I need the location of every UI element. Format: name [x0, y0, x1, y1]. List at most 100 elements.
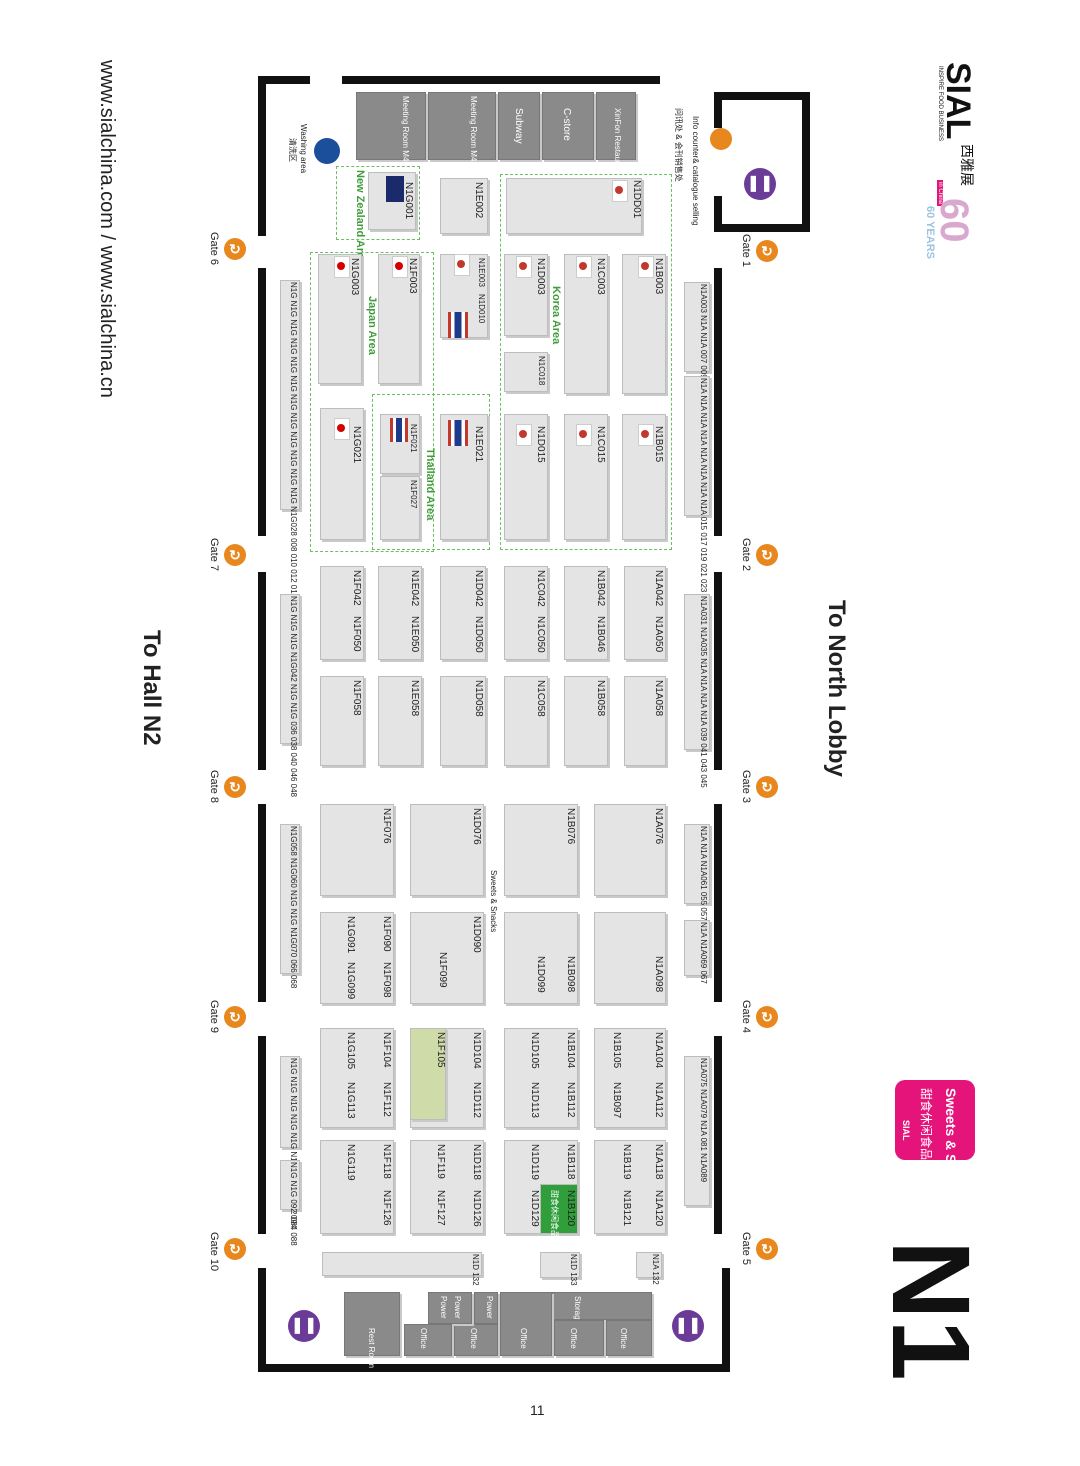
booth-n1e002[interactable]	[440, 178, 488, 234]
strip-top-4[interactable]	[684, 824, 710, 904]
booth-n1b076[interactable]	[504, 804, 578, 896]
booth-n1b097-label: N1B097	[611, 1082, 622, 1119]
booth-n1a118[interactable]	[594, 1140, 666, 1234]
booth-n1f104-label: N1F104	[381, 1032, 392, 1068]
booth-n1c003-label: N1C003	[595, 258, 606, 295]
booth-n1f058[interactable]	[320, 676, 364, 766]
booth-n1a132[interactable]	[636, 1252, 662, 1278]
wall-right-4	[714, 804, 722, 1002]
gate-1-icon: ↻	[756, 240, 778, 262]
booth-n1d042-label: N1D042	[473, 570, 484, 607]
booth-n1a098[interactable]	[594, 912, 666, 1004]
booth-n1b042[interactable]	[564, 566, 608, 660]
booth-n1d119-label: N1D119	[529, 1144, 540, 1180]
office-label-1: Office	[619, 1328, 628, 1349]
booth-n1b120[interactable]	[540, 1184, 578, 1234]
strip-top-5-label: N1A N1A069 067	[699, 922, 708, 984]
booth-n1b112-label: N1B112	[565, 1082, 576, 1118]
booth-n1b104[interactable]	[504, 1028, 578, 1128]
strip-bottom-5[interactable]	[280, 1160, 300, 1210]
booth-n1d132-label: N1D 132	[471, 1254, 480, 1286]
booth-n1f076-label: N1F076	[381, 808, 392, 844]
booth-n1f076[interactable]	[320, 804, 394, 896]
wall-right-3	[714, 572, 722, 770]
booth-n1g001-label: N1G001	[403, 182, 414, 220]
strip-top-2[interactable]	[684, 376, 710, 516]
booth-n1c015[interactable]	[564, 414, 608, 540]
gate-4-icon: ↻	[756, 1006, 778, 1028]
korea-flag-icon	[516, 424, 532, 446]
wall-right-corner	[802, 92, 810, 232]
booth-n1f119-label: N1F119	[435, 1144, 446, 1179]
booth-n1c058[interactable]	[504, 676, 548, 766]
office-5	[404, 1324, 452, 1356]
booth-n1d118[interactable]	[410, 1140, 484, 1234]
booth-n1a076-label: N1A076	[653, 808, 664, 845]
gate-8-icon: ↻	[224, 776, 246, 798]
wall-left-6	[258, 1268, 266, 1372]
booth-n1c050-label: N1C050	[535, 616, 546, 653]
meeting-room-m40	[356, 92, 426, 160]
japan-flag-icon	[334, 418, 350, 440]
office-label-3: Office	[519, 1328, 528, 1349]
booth-n1d090[interactable]	[410, 912, 484, 1004]
booth-n1e042-label: N1E042	[409, 570, 420, 607]
booth-n1a076[interactable]	[594, 804, 666, 896]
booth-n1a042[interactable]	[624, 566, 666, 660]
wall-right-2	[714, 268, 722, 536]
booth-n1d133[interactable]	[540, 1252, 580, 1278]
wall-left-2	[258, 268, 266, 536]
anniv-number: 60	[932, 198, 976, 243]
strip-bottom-2[interactable]	[280, 594, 300, 744]
korea-flag-icon	[576, 256, 592, 278]
strip-bottom-3[interactable]	[280, 824, 300, 974]
booth-n1f127-label: N1F127	[435, 1190, 446, 1226]
booth-n1c018[interactable]	[504, 352, 548, 392]
xinfon-restaurant	[596, 92, 636, 160]
japan-area-border	[310, 252, 434, 552]
strip-top-5[interactable]	[684, 920, 710, 976]
booth-n1b098[interactable]	[504, 912, 578, 1004]
wall-right-corner-b	[714, 224, 810, 232]
booth-n1f118[interactable]	[320, 1140, 394, 1234]
booth-n1d076[interactable]	[410, 804, 484, 896]
booth-n1b058[interactable]	[564, 676, 608, 766]
strip-bottom-4[interactable]	[280, 1056, 300, 1148]
wall-left-3	[258, 572, 266, 770]
booth-n1a104[interactable]	[594, 1028, 666, 1128]
booth-n1f098-label: N1F098	[381, 962, 392, 998]
booth-n1f105[interactable]	[410, 1028, 446, 1120]
strip-top-3[interactable]	[684, 594, 710, 750]
sial-logo: SIAL INSPIRE FOOD BUSINESS 西雅展 in China	[905, 62, 977, 207]
booth-n1e042[interactable]	[378, 566, 422, 660]
power-room-2	[428, 1292, 472, 1324]
booth-n1d042[interactable]	[440, 566, 486, 660]
strip-top-2-label: N1A N1A N1A N1A N1A N1A N1A N1A 015 017 …	[699, 378, 708, 624]
booth-n1d132[interactable]	[322, 1252, 482, 1276]
booth-n1b104-label: N1B104	[565, 1032, 576, 1069]
booth-n1f021-label: N1F021	[409, 424, 418, 453]
strip-top-1[interactable]	[684, 282, 710, 372]
booth-n1b120-label: N1B120	[565, 1190, 576, 1227]
booth-n1f027[interactable]	[380, 476, 420, 540]
booth-n1e058[interactable]	[378, 676, 422, 766]
strip-bottom-1[interactable]	[280, 280, 300, 510]
booth-n1a058[interactable]	[624, 676, 666, 766]
booth-n1f042[interactable]	[320, 566, 364, 660]
booth-n1c042-label: N1C042	[535, 570, 546, 607]
booth-n1f027-label: N1F027	[409, 480, 418, 509]
booth-n1d058[interactable]	[440, 676, 486, 766]
booth-n1e050-label: N1E050	[409, 616, 420, 653]
strip-top-6[interactable]	[684, 1056, 710, 1206]
booth-n1g105-label: N1G105	[345, 1032, 356, 1070]
subway-label: Subway	[513, 108, 524, 144]
japan-flag-icon	[334, 256, 350, 278]
booth-n1c042[interactable]	[504, 566, 548, 660]
sixty-years-logo: 60 60 YEARS	[906, 192, 978, 264]
booth-n1f090[interactable]	[320, 912, 394, 1004]
booth-n1f112-label: N1F112	[381, 1082, 392, 1117]
rest-room-label: Rest Room	[367, 1328, 376, 1369]
booth-n1g003-label: N1G003	[349, 258, 360, 296]
booth-n1f104[interactable]	[320, 1028, 394, 1128]
booth-n1dd01-label: N1DD01	[631, 180, 642, 219]
